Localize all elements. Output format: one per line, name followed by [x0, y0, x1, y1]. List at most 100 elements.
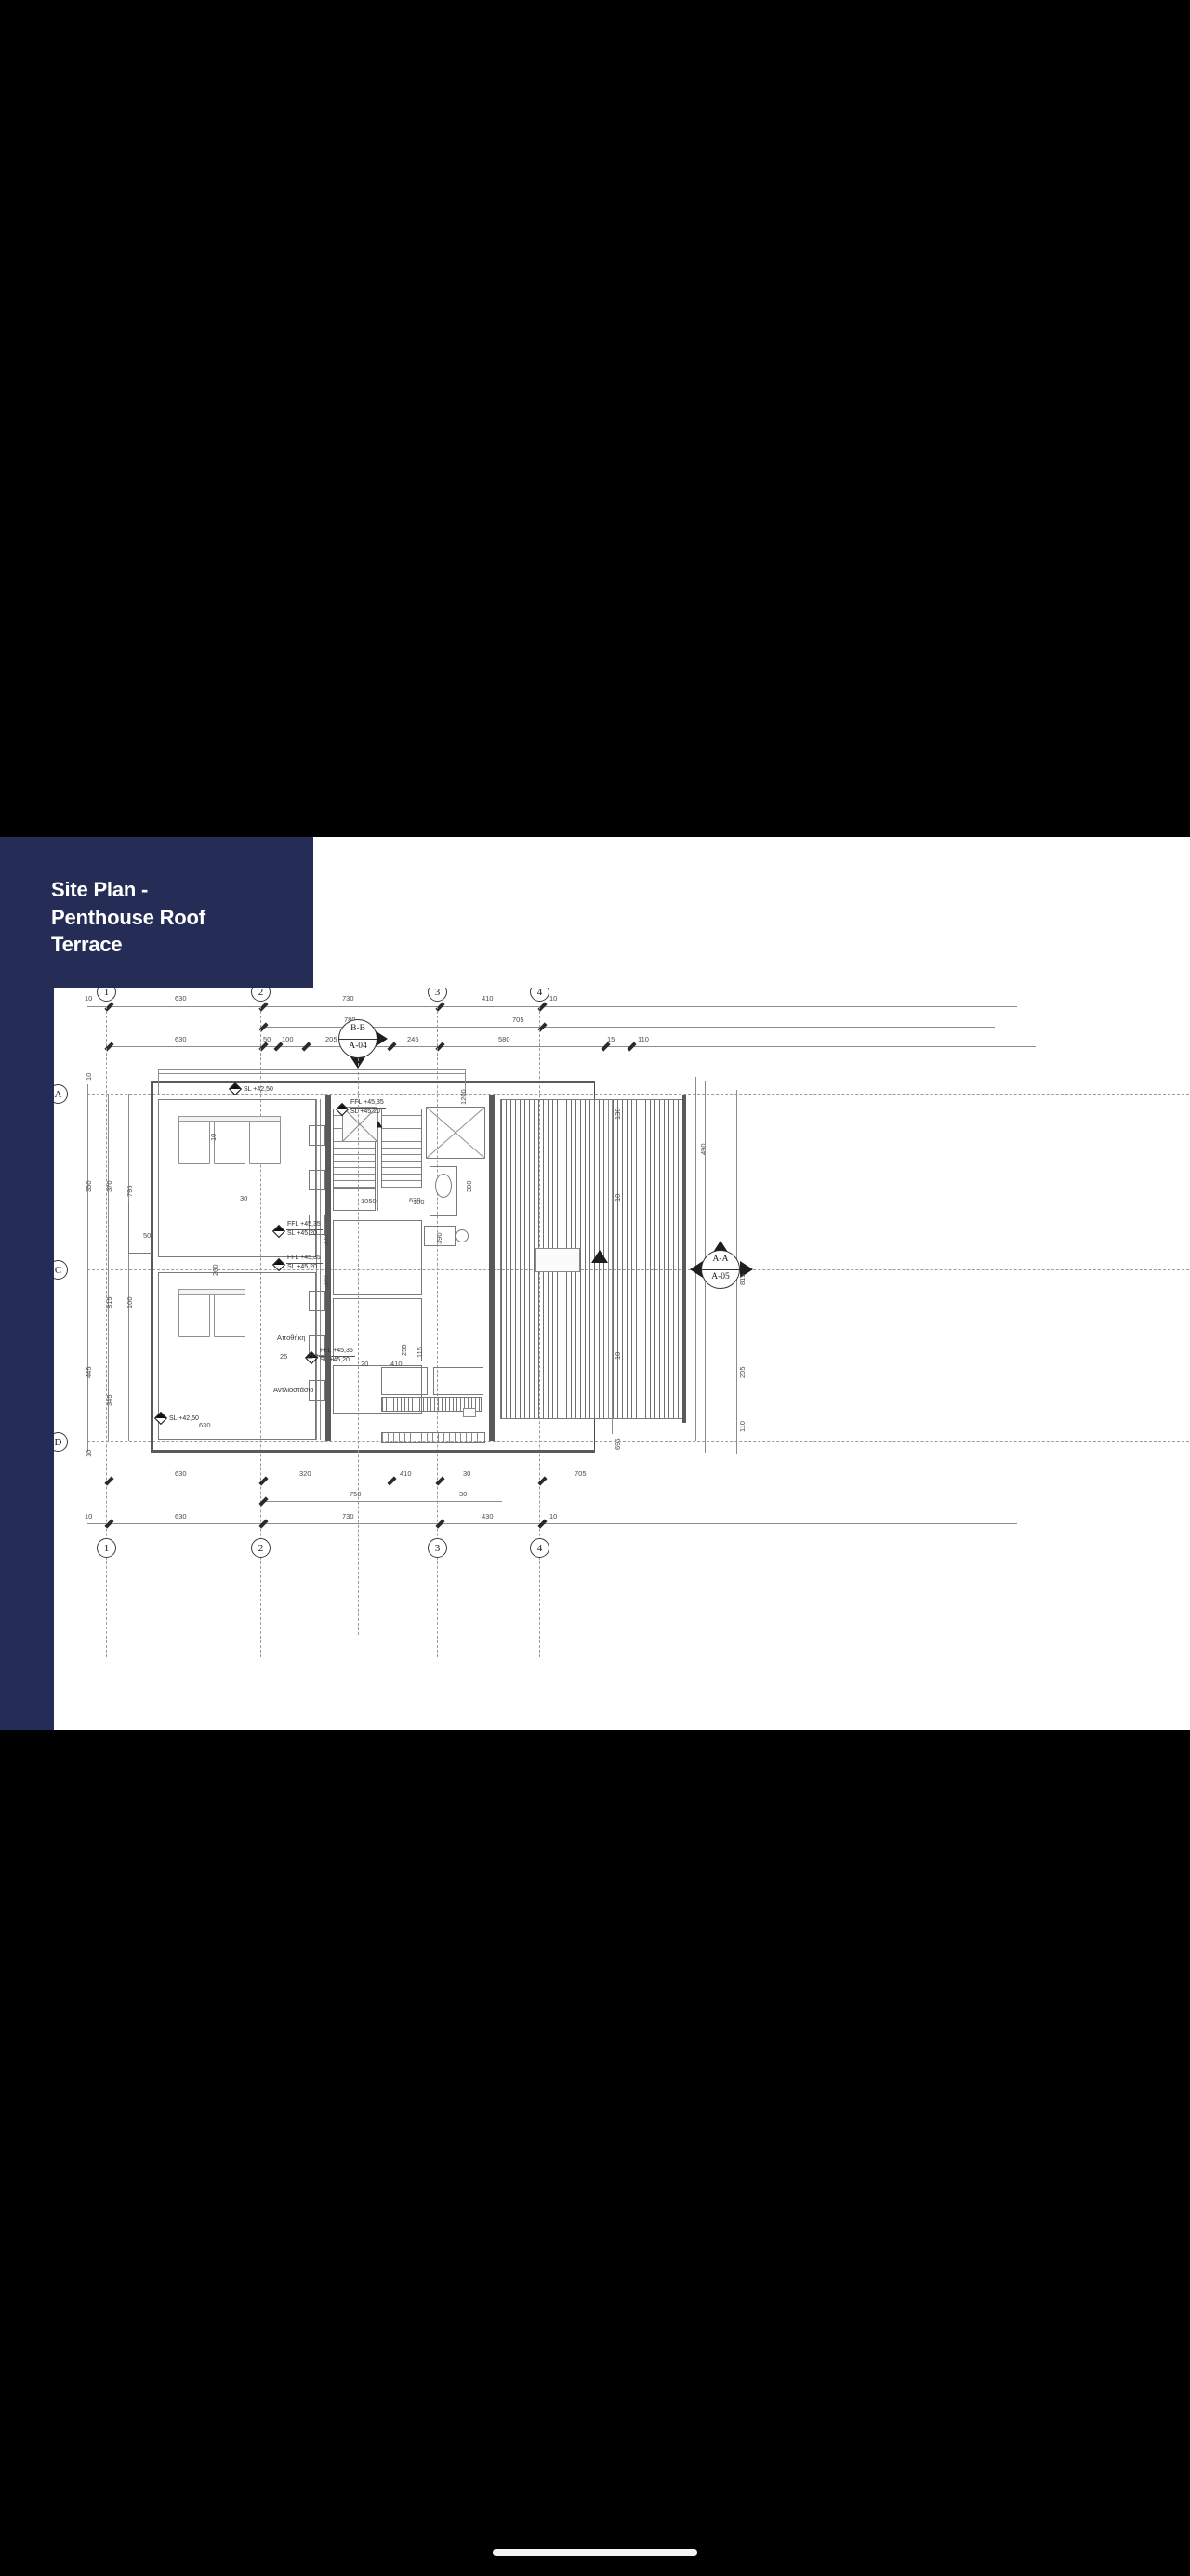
dim-label: 795 [126, 1185, 134, 1197]
service-box [381, 1367, 428, 1395]
grid-bubble-4-bottom: 4 [530, 1538, 549, 1558]
grid-bubble-1: 1 [97, 988, 116, 1002]
dim-label: 630 [175, 1469, 187, 1478]
opening-jamb [309, 1170, 325, 1190]
bed-headboard [178, 1116, 281, 1122]
dim-line-bottom-2 [260, 1501, 502, 1502]
dim-label: 15 [607, 1035, 615, 1043]
dim-label-interior: 330 [322, 1234, 330, 1246]
parapet-edge [158, 1069, 159, 1094]
dim-label-interior: 390 [435, 1232, 443, 1244]
floor-plan-drawing: 10 630 730 410 10 1 2 3 4 780 705 630 50… [54, 988, 1190, 1730]
dim-label-right: 10 [614, 1193, 622, 1202]
dim-label: 345 [105, 1394, 113, 1406]
parapet-edge [465, 1069, 466, 1094]
level-sl: SL +45,20 [287, 1263, 317, 1270]
dim-label: 630 [175, 994, 187, 1003]
dim-label-interior: 1050 [361, 1197, 377, 1205]
grid-bubble-3-bottom: 3 [428, 1538, 447, 1558]
section-line-bb [358, 1058, 359, 1635]
dim-label-interior: 50 [143, 1231, 152, 1240]
level-ffl: FFL +45,35 [350, 1099, 386, 1109]
dim-line-left-2 [108, 1094, 109, 1441]
dim-label-interior: 255 [400, 1344, 408, 1356]
staircase-flight [381, 1109, 422, 1188]
fixture-box [424, 1226, 456, 1246]
grid-bubble-3: 3 [428, 988, 447, 1002]
dim-label-interior: 630 [409, 1196, 421, 1204]
dim-label: 730 [342, 1512, 354, 1520]
wall-right-outer [682, 1095, 686, 1423]
bed-headboard [178, 1289, 245, 1295]
dim-label: 100 [126, 1296, 134, 1308]
page-title-line-2: Penthouse Roof [51, 905, 205, 929]
section-marker-aa[interactable]: A-A A-05 [701, 1250, 740, 1289]
section-divider [339, 1039, 377, 1040]
grid-bubble-4: 4 [530, 988, 549, 1002]
grid-line-d [87, 1441, 1190, 1442]
level-ffl: FFL +45,35 [286, 1255, 323, 1264]
core-wall-left [325, 1095, 331, 1441]
left-bumpout [128, 1202, 152, 1254]
dim-label-interior: 200 [211, 1264, 219, 1276]
dim-label-interior: 115 [416, 1347, 424, 1358]
dim-label-interior: 1200 [459, 1089, 468, 1105]
dim-label: 705 [575, 1469, 587, 1478]
section-arrow-aa-left [690, 1261, 703, 1278]
section-marker-bb[interactable]: B-B A-04 [338, 1019, 377, 1058]
grid-line-1 [106, 1006, 107, 1657]
dim-label-interior: 275 [307, 1352, 319, 1361]
terrace-arrow-icon [591, 1250, 608, 1263]
room-label-pump-station: Αντλιοστάσιο [273, 1386, 314, 1394]
wall-bottom [151, 1450, 595, 1453]
dim-label: 10 [85, 1449, 93, 1457]
level-annotation: FFL +45,35 SL +45,20 [319, 1348, 355, 1365]
dim-label: 245 [407, 1035, 419, 1043]
dim-label: 320 [299, 1469, 311, 1478]
dim-label: 50 [263, 1035, 271, 1043]
page-title: Site Plan - Penthouse Roof Terrace [51, 876, 284, 959]
dim-line-top-1 [87, 1006, 1017, 1007]
bed-furniture [214, 1293, 245, 1337]
dim-line-right-1 [612, 1099, 613, 1434]
dim-label: 10 [549, 994, 558, 1003]
wall-top [151, 1081, 595, 1083]
section-arrow-aa-right [740, 1261, 753, 1278]
service-box-small [463, 1408, 476, 1417]
dim-label-interior: 410 [390, 1360, 403, 1368]
dim-label-right: 815 [738, 1273, 747, 1285]
level-sl: SL +45,20 [350, 1108, 380, 1115]
terrace-divider [608, 1099, 609, 1419]
level-annotation: FFL +45,35 SL +45,20 [286, 1255, 323, 1272]
dim-label: 630 [175, 1512, 187, 1520]
left-room-upper [158, 1099, 316, 1257]
dim-line-left-1 [87, 1084, 88, 1452]
dim-label-right: 10 [614, 1351, 622, 1360]
dim-label: 205 [325, 1035, 337, 1043]
level-ffl: FFL +45,35 [319, 1348, 355, 1357]
room-label-storage: Αποθήκη [277, 1334, 306, 1342]
edge-line-right [695, 1077, 696, 1441]
dim-label-interior: 180 [413, 1198, 425, 1206]
level-annotation: FFL +45,35 SL +45,20 [286, 1221, 323, 1239]
bed-furniture [249, 1120, 281, 1164]
level-ffl: FFL +45,35 [286, 1221, 323, 1230]
terrace-feature [536, 1248, 580, 1272]
opening-jamb [309, 1335, 325, 1356]
shaft-cross-icon [342, 1107, 377, 1142]
dim-label: 10 [85, 1072, 93, 1081]
section-name: B-B [350, 1024, 365, 1033]
opening-jamb [309, 1125, 325, 1146]
dim-label: 630 [175, 1035, 187, 1043]
home-indicator[interactable] [493, 2549, 697, 2556]
dim-label-right: 205 [738, 1366, 747, 1378]
grid-bubble-2-bottom: 2 [251, 1538, 271, 1558]
dim-label: 110 [638, 1035, 649, 1043]
bed-furniture [214, 1120, 245, 1164]
bath-block [426, 1107, 485, 1159]
core-wall-right [489, 1095, 495, 1441]
wall-left [151, 1081, 153, 1453]
dim-line-top-2 [260, 1027, 995, 1028]
core-room-1 [333, 1220, 422, 1295]
plumbing-strip [381, 1397, 482, 1412]
